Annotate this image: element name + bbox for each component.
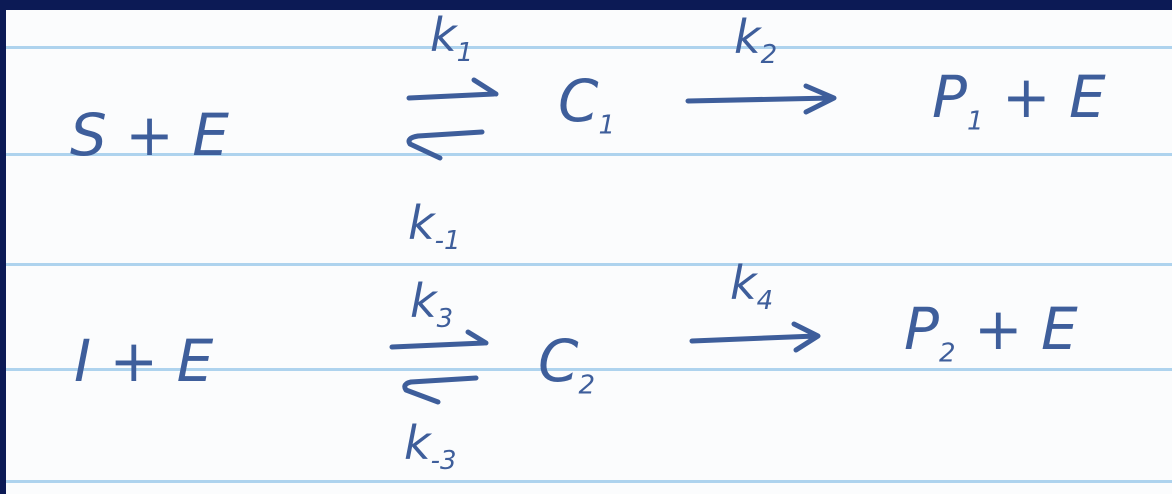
products-1: P1 + E: [932, 68, 1106, 135]
rate-constant-k-1: k-1: [408, 200, 461, 254]
product-subscript: 1: [966, 106, 984, 137]
reactants-2: I + E: [74, 327, 214, 395]
rate-subscript: 3: [436, 304, 454, 335]
ruled-line: [6, 368, 1172, 371]
complex-base: C: [558, 67, 599, 135]
rate-constant-k4: k4: [730, 260, 773, 314]
catalytic-arrow-1: [685, 83, 837, 115]
rate-subscript: 1: [456, 38, 474, 69]
rate-base: k: [734, 10, 761, 64]
rate-constant-k1: k1: [430, 12, 473, 66]
reactants-1: S + E: [70, 101, 229, 169]
reaction-arrows: [389, 77, 837, 405]
ruled-line: [6, 46, 1172, 49]
ruled-line: [6, 263, 1172, 266]
complex-base: C: [538, 327, 579, 395]
rate-base: k: [408, 196, 435, 250]
complex-c2: C2: [538, 332, 595, 399]
rate-base: k: [430, 10, 457, 62]
rate-constant-k-3: k-3: [404, 420, 457, 474]
product-tail: + E: [1001, 63, 1106, 131]
complex-subscript: 1: [598, 110, 616, 141]
product-subscript: 2: [938, 338, 956, 369]
rate-base: k: [730, 256, 757, 310]
rate-subscript: -1: [434, 226, 461, 257]
forward-harpoon-arrow-2: [389, 329, 489, 350]
catalytic-arrow-2: [689, 321, 821, 353]
rate-base: k: [410, 274, 437, 328]
ruled-line: [6, 480, 1172, 483]
rate-constant-k3: k3: [410, 278, 453, 332]
rate-subscript: 4: [756, 286, 774, 317]
complex-subscript: 2: [578, 370, 596, 401]
product-base: P: [904, 295, 939, 363]
forward-harpoon-arrow-1: [406, 77, 499, 101]
products-2: P2 + E: [904, 300, 1078, 367]
reverse-harpoon-arrow-1: [406, 129, 485, 161]
reverse-harpoon-arrow-2: [402, 375, 479, 405]
complex-c1: C1: [558, 72, 615, 139]
notebook-paper: S + E k1 k-1 C1 k2 P1 + E I + E k3 k-3 C…: [6, 10, 1172, 494]
rate-base: k: [404, 416, 431, 470]
rate-subscript: 2: [760, 40, 778, 71]
product-tail: + E: [973, 295, 1078, 363]
rate-constant-k2: k2: [734, 14, 777, 68]
product-base: P: [932, 63, 967, 131]
ruled-line: [6, 153, 1172, 156]
rate-subscript: -3: [430, 446, 457, 477]
